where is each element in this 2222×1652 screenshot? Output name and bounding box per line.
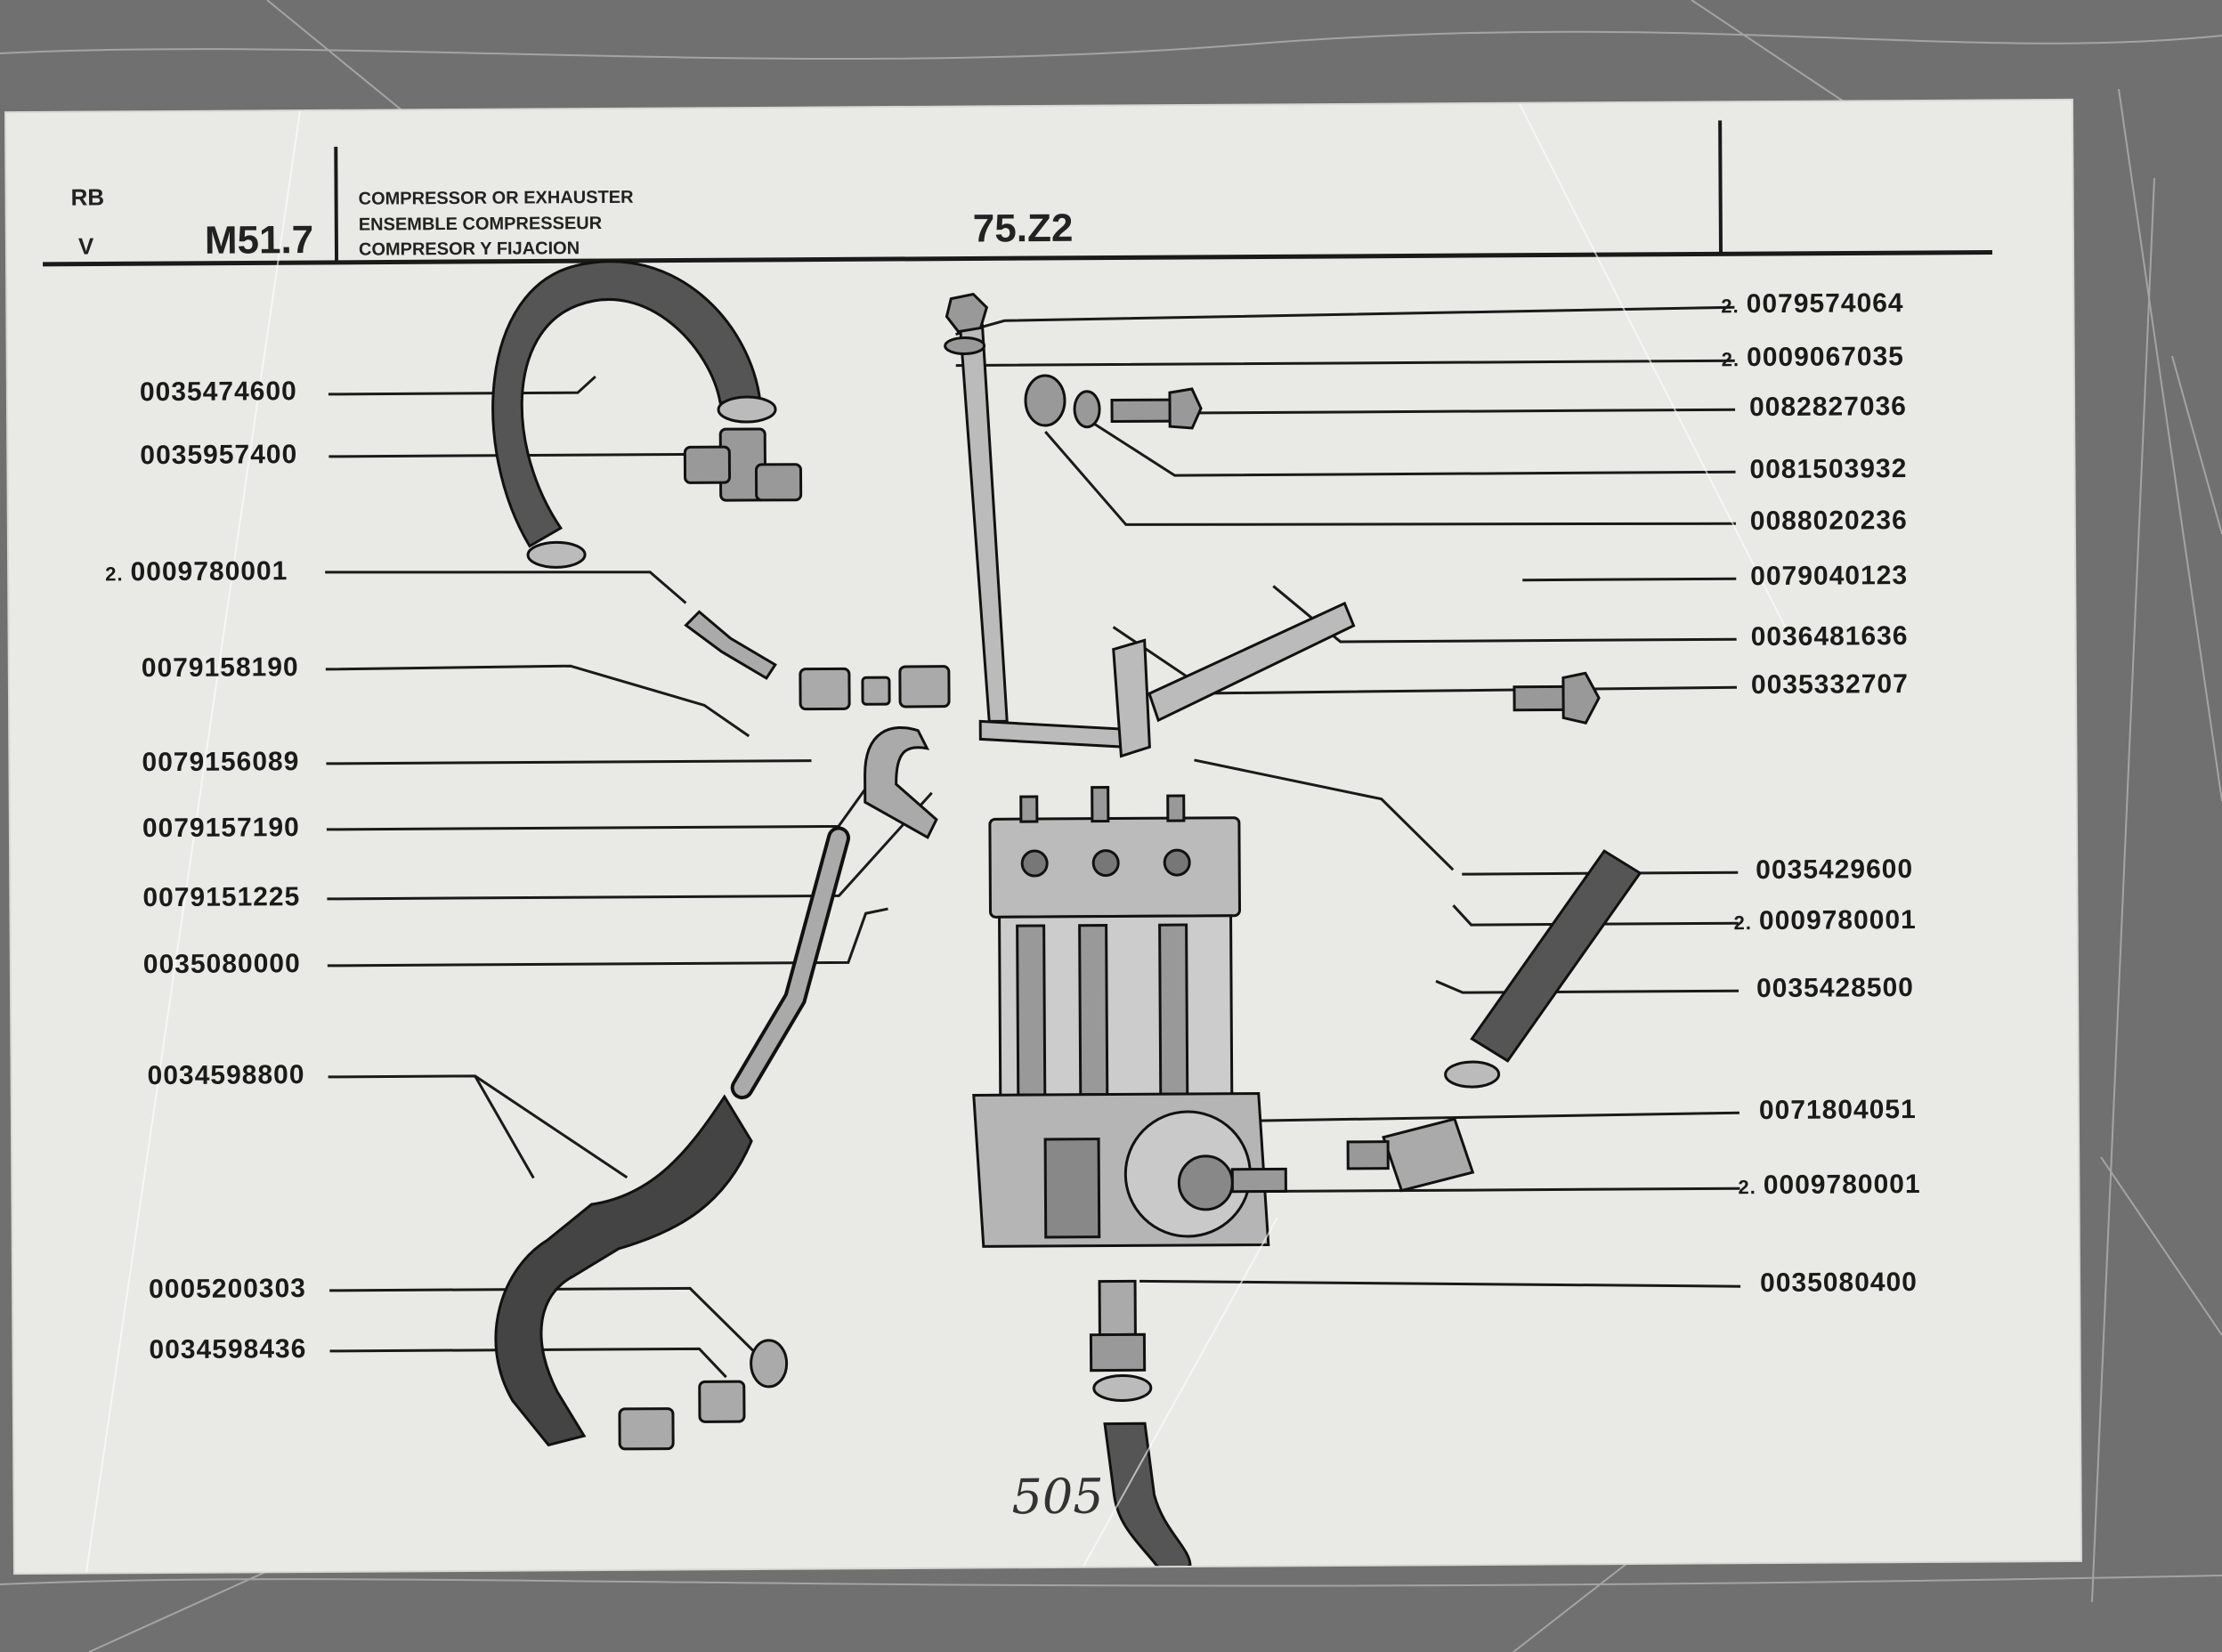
lower-hose [494,1094,753,1447]
hose-clamp-lower [526,540,587,569]
header-rb: RB [70,183,105,211]
header-rule [43,249,1993,267]
left-part-code: 0079157190 [142,813,300,844]
header-title-2: ENSEMBLE COMPRESSEUR [358,214,603,235]
right-part-code: 0035428500 [1756,973,1915,1004]
right-part-code: 0082827036 [1748,392,1908,423]
header-title-1: COMPRESSOR OR EXHAUSTER [358,187,634,209]
left-part-code: 0005200303 [148,1274,307,1305]
left-part-code: 0079156089 [142,747,300,778]
left-part-code: 0035080000 [142,949,301,980]
bottom-fittings [1089,1279,1192,1574]
header-ref: M51.7 [204,217,314,263]
elbow-pipe [864,726,938,839]
header-model: 75.Z2 [972,206,1074,251]
pipe-fittings [684,610,951,711]
header-title-3: COMPRESOR Y FIJACION [358,239,580,260]
right-hose [1346,849,1642,1193]
bolts [944,292,1601,725]
right-part-code: 2.0009780001 [1738,1169,1921,1201]
mounting-bracket [958,323,1356,758]
right-part-code: 2.0009067035 [1721,342,1905,373]
right-part-code: 0071804051 [1758,1095,1917,1126]
upper-hose [491,260,762,548]
right-part-code: 2.0009780001 [1733,905,1917,936]
scratches [85,103,1791,1573]
right-part-code: 0035332707 [1750,669,1909,700]
lower-fittings [618,1339,789,1451]
right-part-code: 0079040123 [1750,561,1909,592]
t-valve [683,427,803,502]
left-part-code: 0035957400 [140,440,298,471]
right-part-code: 0035080400 [1759,1267,1918,1299]
parts-sheet: RB V M51.7 COMPRESSOR OR EXHAUSTER ENSEM… [6,100,2080,1574]
left-part-code: 0035474600 [139,377,297,408]
right-part-code: 0081503932 [1749,454,1908,485]
right-part-code: 0036481636 [1750,621,1909,652]
left-part-code: 2.0009780001 [105,556,288,587]
hose-clamp-top [717,395,777,424]
right-part-code: 2.0079574064 [1721,288,1904,320]
right-part-code: 0035429600 [1756,854,1914,886]
handwritten-page-number: 505 [1011,1468,1104,1526]
left-part-code: 0079151225 [142,882,301,913]
header-v: V [77,232,94,260]
exploded-diagram [43,103,1993,1574]
left-part-code: 0079158190 [141,652,299,684]
right-part-code: 0088020236 [1749,506,1908,537]
left-part-code: 0034598800 [147,1060,305,1091]
left-leaders [325,375,933,1379]
left-part-code: 0034598436 [149,1334,307,1365]
compressor-body [972,786,1287,1248]
